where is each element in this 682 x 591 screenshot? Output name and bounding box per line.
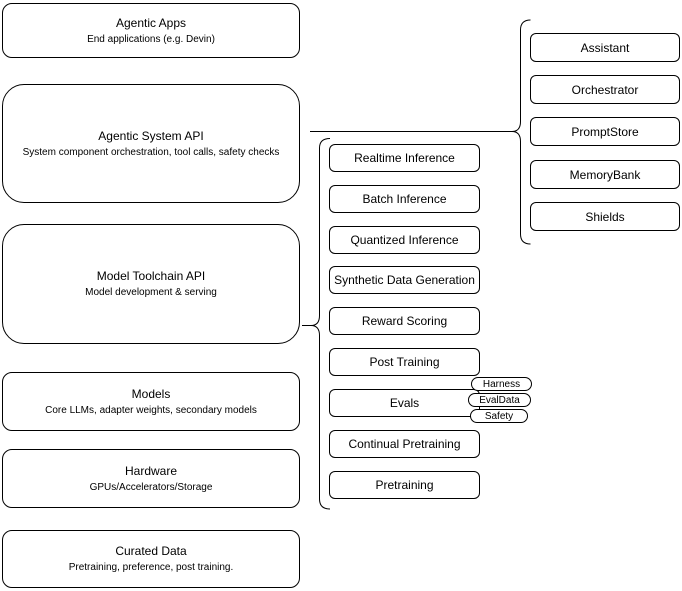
node-batch-inference: Batch Inference <box>329 185 480 213</box>
node-reward-scoring: Reward Scoring <box>329 307 480 335</box>
node-quantized-inference: Quantized Inference <box>329 226 480 254</box>
node-title: Agentic Apps <box>115 15 187 30</box>
node-continual-pretraining: Continual Pretraining <box>329 430 480 458</box>
tag-safety: Safety <box>470 409 528 423</box>
node-curated-data: Curated Data Pretraining, preference, po… <box>2 530 300 588</box>
node-subtitle: Pretraining, preference, post training. <box>68 562 234 573</box>
node-title: Model Toolchain API <box>96 269 206 283</box>
toolchain-bracket <box>310 138 331 510</box>
node-title: Curated Data <box>115 544 187 558</box>
node-synthetic-data-generation: Synthetic Data Generation <box>329 266 480 294</box>
node-models: Models Core LLMs, adapter weights, secon… <box>2 372 300 431</box>
node-evals: Evals <box>329 389 480 417</box>
node-subtitle: Model development & serving <box>85 287 217 298</box>
node-model-toolchain-api: Model Toolchain API Model development & … <box>2 224 300 344</box>
node-subtitle: GPUs/Accelerators/Storage <box>89 481 213 493</box>
node-shields: Shields <box>530 202 680 231</box>
node-hardware: Hardware GPUs/Accelerators/Storage <box>2 449 300 508</box>
node-subtitle: System component orchestration, tool cal… <box>22 146 280 158</box>
node-subtitle: Core LLMs, adapter weights, secondary mo… <box>45 404 257 416</box>
node-realtime-inference: Realtime Inference <box>329 144 480 172</box>
node-assistant: Assistant <box>530 33 680 62</box>
node-orchestrator: Orchestrator <box>530 75 680 104</box>
node-title: Models <box>131 386 171 401</box>
node-promptstore: PromptStore <box>530 117 680 146</box>
node-memorybank: MemoryBank <box>530 160 680 189</box>
node-post-training: Post Training <box>329 348 480 376</box>
node-title: Hardware <box>124 463 178 478</box>
system-components-bracket <box>511 19 531 245</box>
node-title: Agentic System API <box>98 128 204 143</box>
tag-evaldata: EvalData <box>468 393 531 407</box>
node-agentic-system-api: Agentic System API System component orch… <box>2 84 300 203</box>
tag-harness: Harness <box>471 377 532 391</box>
node-pretraining: Pretraining <box>329 471 480 499</box>
node-agentic-apps: Agentic Apps End applications (e.g. Devi… <box>2 3 300 58</box>
node-subtitle: End applications (e.g. Devin) <box>87 33 215 45</box>
